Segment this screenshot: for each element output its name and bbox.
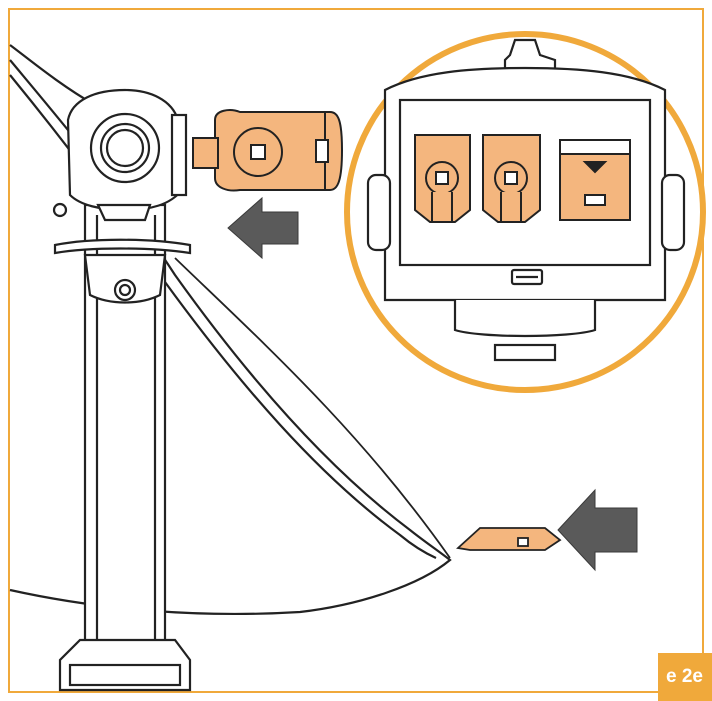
zoom-detail-circle bbox=[344, 31, 706, 393]
insert-arrow-lower bbox=[557, 488, 638, 572]
outer-frame bbox=[8, 8, 704, 693]
insert-arrow-upper bbox=[227, 196, 299, 260]
page-label: e 2e bbox=[666, 666, 703, 687]
plate-part bbox=[456, 527, 562, 551]
mount-arm bbox=[9, 44, 192, 692]
page-label-background bbox=[658, 653, 712, 701]
lnb-clip-part bbox=[192, 109, 344, 192]
